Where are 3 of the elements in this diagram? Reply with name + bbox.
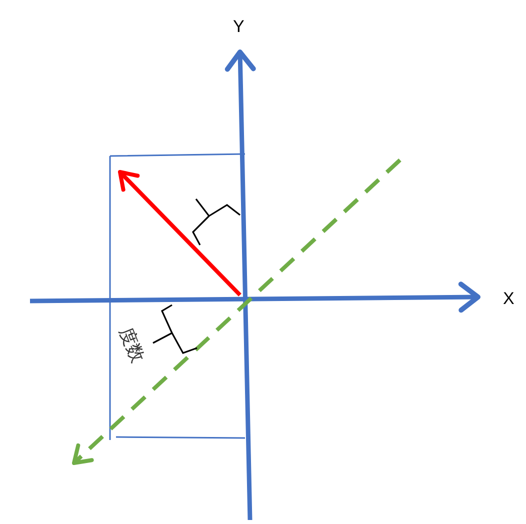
angle-label: 度数 xyxy=(116,324,148,366)
axis-label: Y xyxy=(233,18,244,35)
axis-label: X xyxy=(503,290,514,307)
